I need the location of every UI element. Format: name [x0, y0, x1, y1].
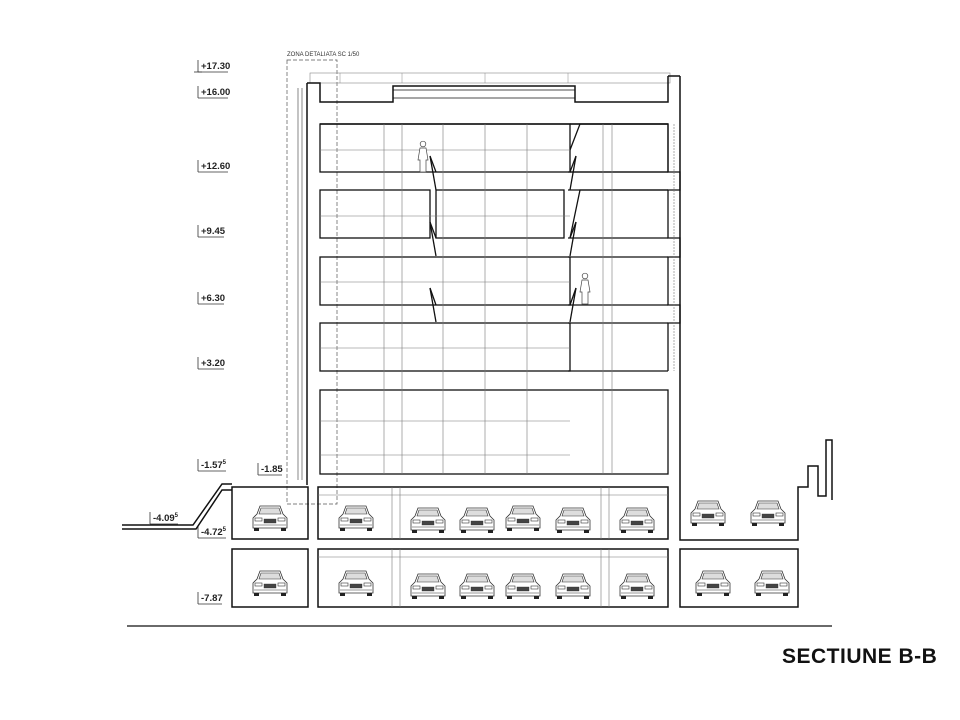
- level-label: -7.87: [201, 593, 223, 604]
- car: [690, 500, 726, 527]
- cars-level-minus1: [252, 500, 786, 534]
- level-label: -1.85: [261, 464, 283, 475]
- level-marker-3-20: [197, 357, 224, 370]
- level-label: -4.725: [201, 527, 227, 538]
- roof-slab: [307, 76, 669, 103]
- floor-plus-3-20: [319, 322, 571, 372]
- car: [505, 573, 541, 600]
- level-labels: +17.30 +16.00 +12.60 +9.45 +6.30 +3.20 -…: [153, 61, 283, 604]
- facade-strip: [297, 88, 303, 480]
- floor-plus-9-45: [319, 189, 668, 239]
- car: [252, 570, 288, 597]
- level-marker-9-45: [197, 225, 224, 238]
- car: [695, 570, 731, 597]
- basement1-left-bay: [231, 486, 309, 540]
- basement-columns: [318, 487, 668, 607]
- car: [505, 505, 541, 532]
- ramp-profile: [122, 483, 232, 526]
- drawing-title: SECTIUNE B-B: [782, 645, 937, 668]
- level-marker-16-00: [197, 86, 228, 99]
- basement2-main-bay: [317, 548, 669, 608]
- level-marker-4-72: [197, 526, 226, 539]
- basement-structure: [122, 439, 833, 608]
- car: [410, 507, 446, 534]
- level-label: +16.00: [201, 87, 230, 98]
- level-marker-1-57: [197, 459, 226, 472]
- level-marker-6-30: [197, 292, 224, 305]
- basement2-right-bay: [679, 548, 799, 608]
- car: [555, 507, 591, 534]
- car: [750, 500, 786, 527]
- level-label: -1.575: [201, 460, 227, 471]
- car: [459, 573, 495, 600]
- car: [619, 573, 655, 600]
- level-marker-1-85: [257, 463, 282, 476]
- glazing-grid: [320, 124, 675, 474]
- level-marker-17-30: [194, 60, 228, 73]
- car: [754, 570, 790, 597]
- level-label: +12.60: [201, 161, 230, 172]
- level-marker-12-60: [197, 160, 228, 173]
- car: [338, 505, 374, 532]
- basement2-left-bay: [231, 548, 309, 608]
- car: [338, 570, 374, 597]
- cars-level-minus2: [252, 570, 790, 600]
- level-markers: [149, 60, 282, 605]
- slab-edges: [568, 123, 681, 372]
- car: [555, 573, 591, 600]
- car: [410, 573, 446, 600]
- level-label: +3.20: [201, 358, 225, 369]
- level-marker-4-09: [149, 512, 178, 525]
- floor-plus-12-60: [319, 123, 669, 173]
- car: [619, 507, 655, 534]
- level-label: +6.30: [201, 293, 225, 304]
- floor-plus-6-30: [319, 256, 571, 306]
- person-figure: [579, 272, 591, 305]
- roof-attic: [309, 72, 671, 84]
- car: [252, 505, 288, 532]
- floor-ground: [319, 389, 669, 475]
- person-figure: [417, 140, 429, 173]
- level-label: +17.30: [201, 61, 230, 72]
- building-section: [122, 72, 833, 608]
- level-label: -4.095: [153, 513, 179, 524]
- level-label: +9.45: [201, 226, 226, 237]
- detail-zone-label: ZONA DETALIATA SC 1/50: [287, 52, 360, 58]
- car: [459, 507, 495, 534]
- atrium-edges: [429, 155, 577, 323]
- basement1-main-bay: [317, 486, 669, 540]
- level-marker-7-87: [197, 592, 222, 605]
